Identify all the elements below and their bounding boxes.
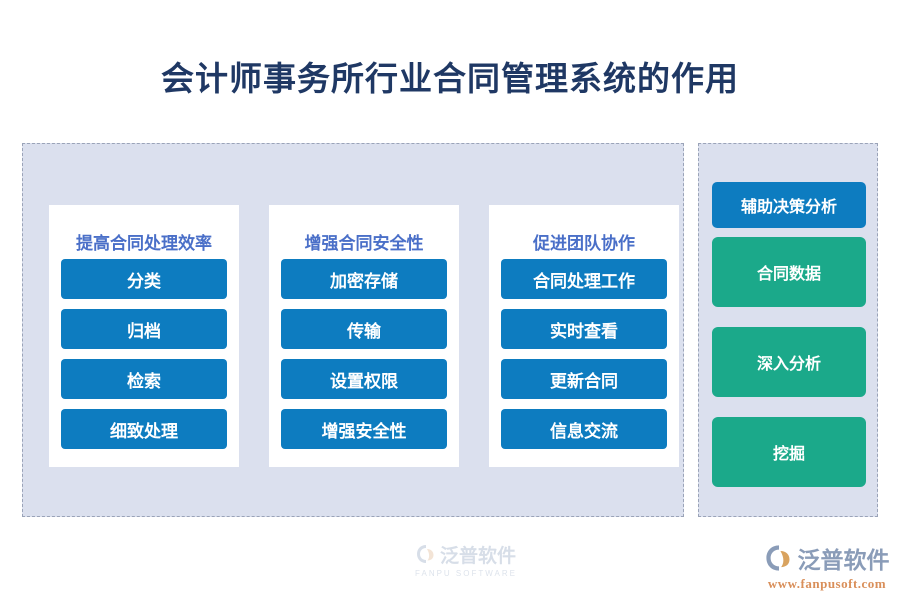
item-list-collaboration: 合同处理工作 实时查看 更新合同 信息交流	[501, 259, 667, 449]
watermark-top: 泛普软件	[416, 541, 516, 568]
page-title: 会计师事务所行业合同管理系统的作用	[161, 62, 739, 98]
left-panel: 提高合同处理效率 分类 归档 检索 细致处理 增强合同安全性 加密存储 传输 设…	[22, 143, 684, 578]
item-button[interactable]: 细致处理	[61, 409, 227, 449]
item-list-security: 加密存储 传输 设置权限 增强安全性	[281, 259, 447, 449]
watermark: 泛普软件 FANPU SOFTWARE	[401, 536, 531, 582]
right-panel-item-button[interactable]: 挖掘	[712, 417, 866, 487]
brand-name: 泛普软件	[797, 548, 890, 573]
right-panel-item-button[interactable]: 合同数据	[712, 237, 866, 307]
right-panel-header-button[interactable]: 辅助决策分析	[712, 182, 866, 228]
right-panel: 辅助决策分析 合同数据 深入分析 挖掘	[698, 143, 878, 517]
column-card-collaboration: 促进团队协作 合同处理工作 实时查看 更新合同 信息交流	[489, 205, 679, 467]
item-list-efficiency: 分类 归档 检索 细致处理	[61, 259, 227, 449]
fanpu-logo-icon	[765, 545, 789, 571]
watermark-name: 泛普软件	[439, 545, 516, 567]
item-button[interactable]: 分类	[61, 259, 227, 299]
column-card-efficiency: 提高合同处理效率 分类 归档 检索 细致处理	[49, 205, 239, 467]
right-panel-item-button[interactable]: 深入分析	[712, 327, 866, 397]
item-button[interactable]: 传输	[281, 309, 447, 349]
column-card-security: 增强合同安全性 加密存储 传输 设置权限 增强安全性	[269, 205, 459, 467]
brand-url: www.fanpusoft.com	[767, 576, 887, 591]
watermark-sub: FANPU SOFTWARE	[415, 568, 517, 578]
item-button[interactable]: 检索	[61, 359, 227, 399]
item-button[interactable]: 实时查看	[501, 309, 667, 349]
item-button[interactable]: 归档	[61, 309, 227, 349]
item-button[interactable]: 合同处理工作	[501, 259, 667, 299]
item-button[interactable]: 信息交流	[501, 409, 667, 449]
item-button[interactable]: 更新合同	[501, 359, 667, 399]
column-header-collaboration: 促进团队协作	[533, 234, 635, 253]
item-button[interactable]: 增强安全性	[281, 409, 447, 449]
brand-top: 泛普软件	[765, 541, 890, 575]
item-button[interactable]: 设置权限	[281, 359, 447, 399]
brand-logo: 泛普软件 www.fanpusoft.com	[762, 541, 892, 592]
column-header-security: 增强合同安全性	[304, 234, 424, 253]
fanpu-logo-icon	[416, 545, 434, 563]
column-header-efficiency: 提高合同处理效率	[76, 234, 212, 253]
item-button[interactable]: 加密存储	[281, 259, 447, 299]
right-panel-item-list: 合同数据 深入分析 挖掘	[712, 237, 866, 487]
